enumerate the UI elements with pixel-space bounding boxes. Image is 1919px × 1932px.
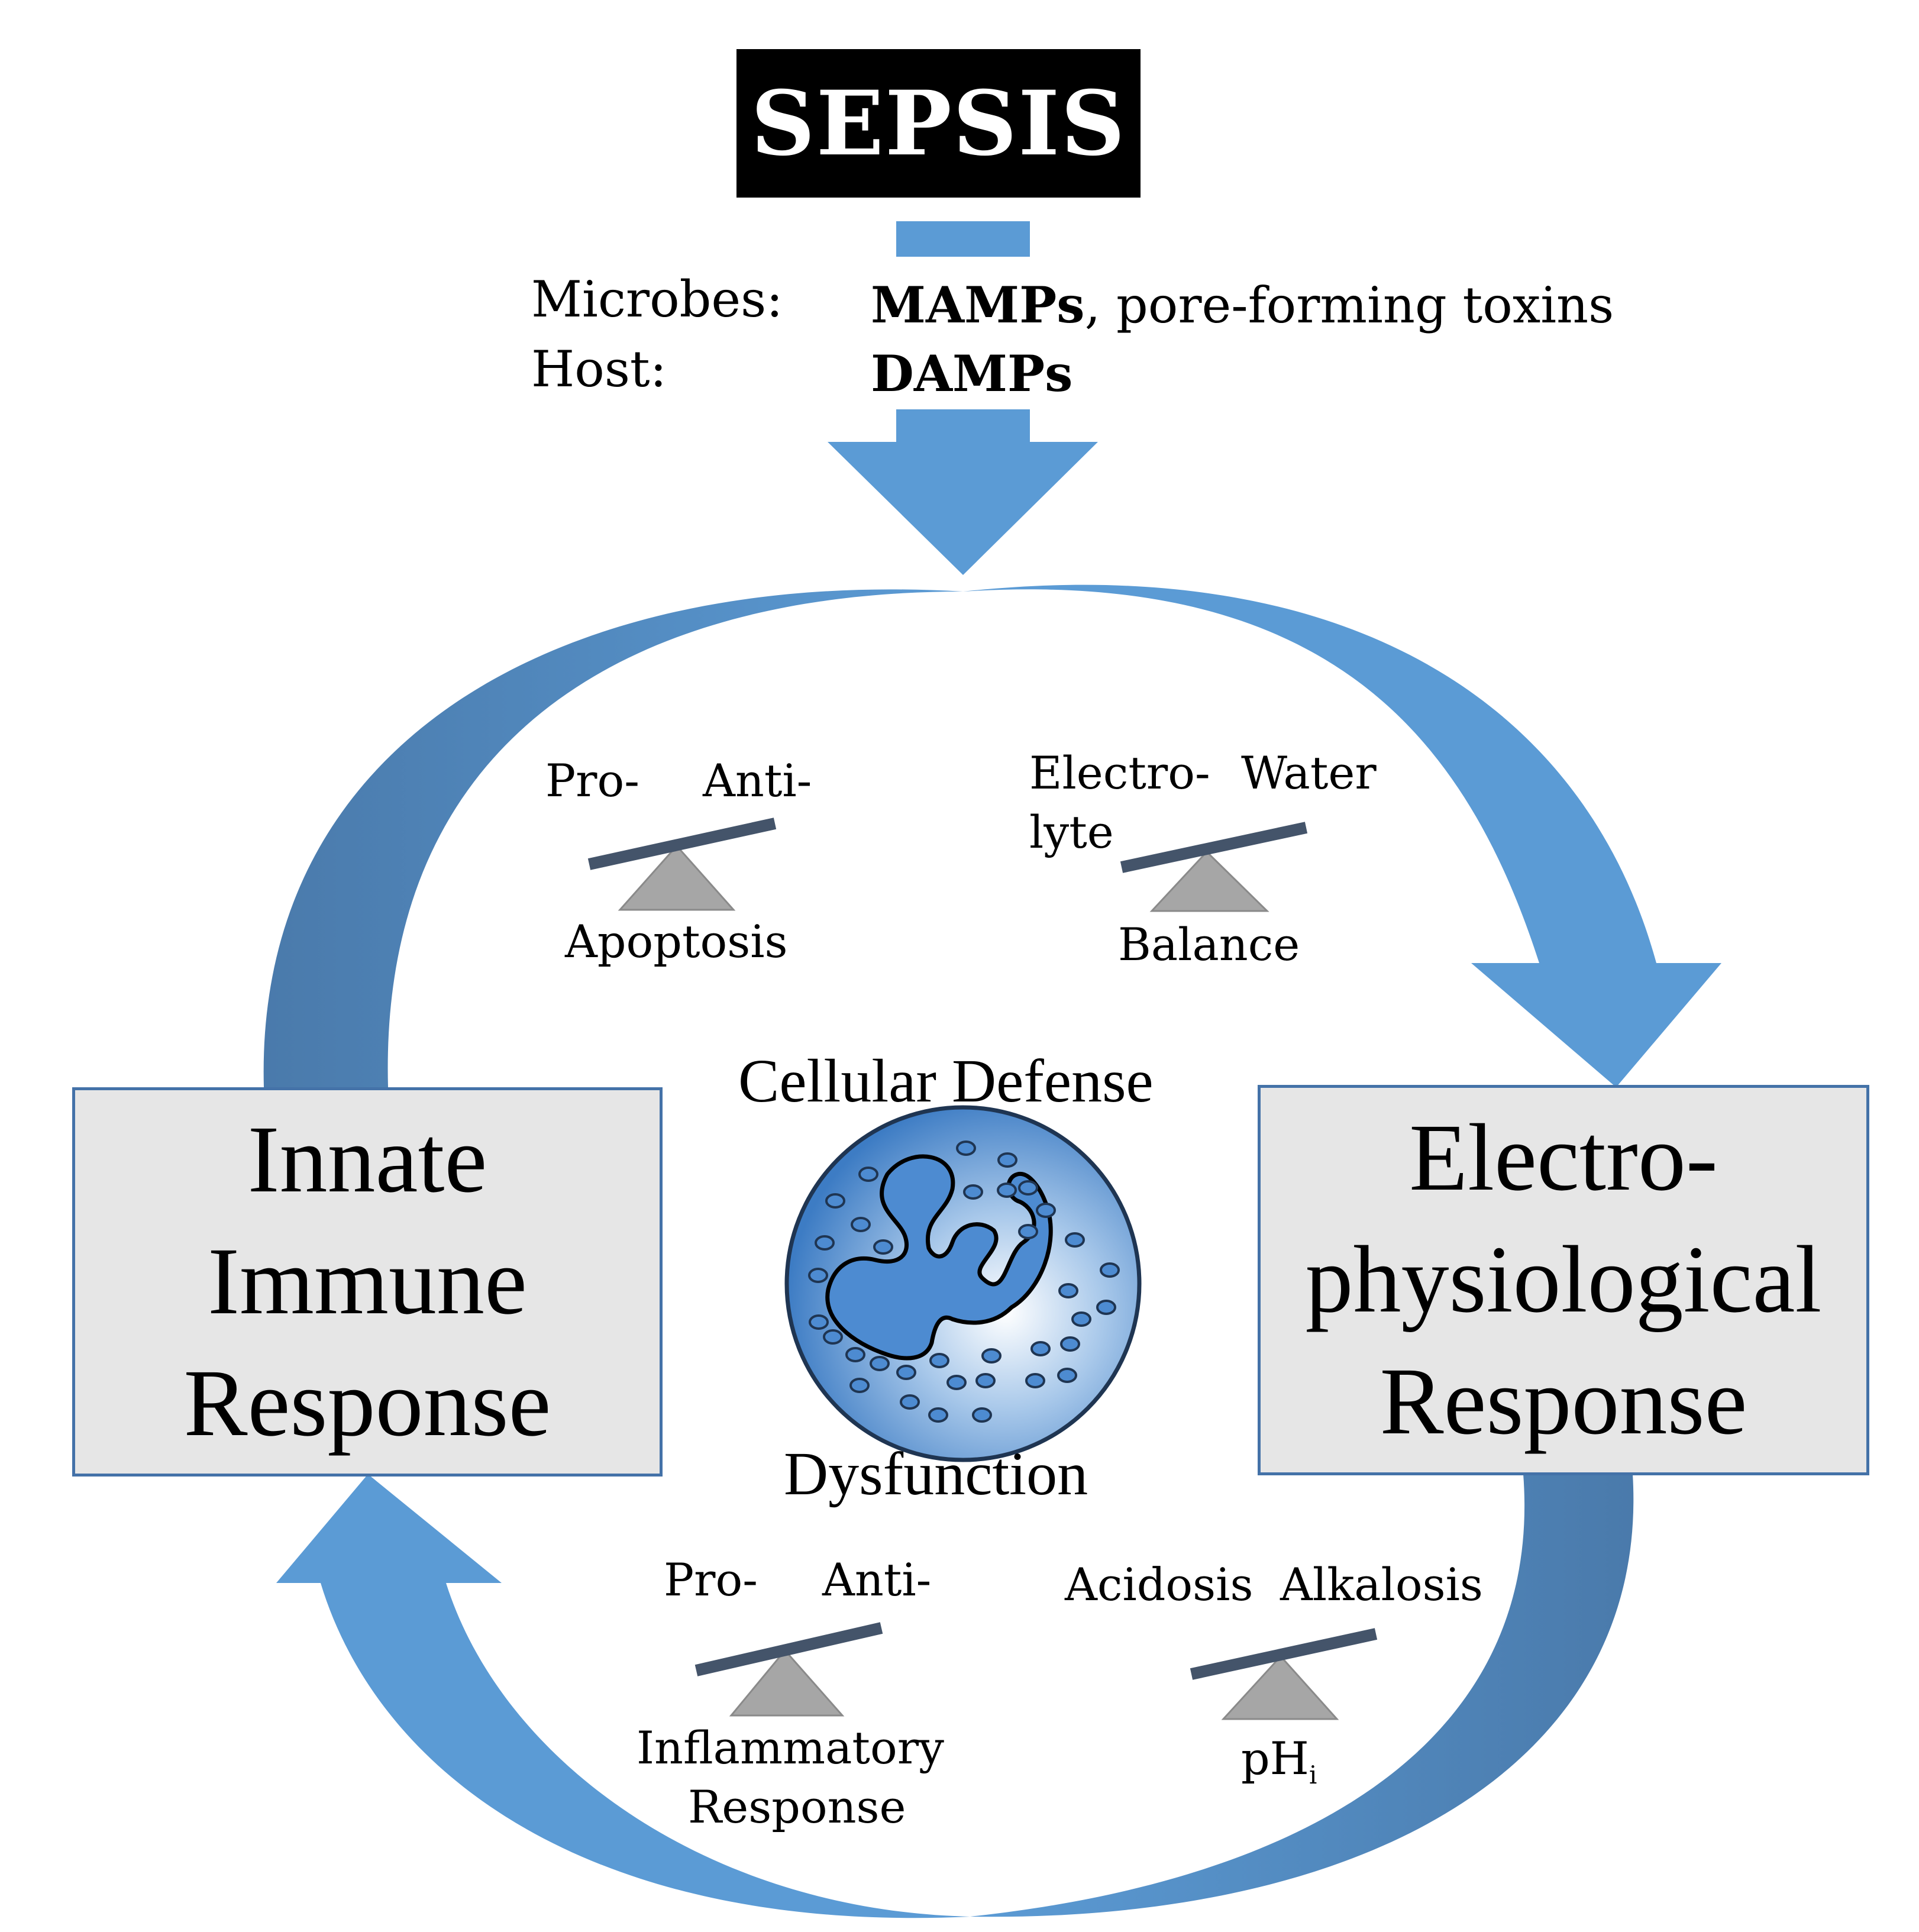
neutrophil-cell-illustration bbox=[784, 1105, 1142, 1462]
cell-granules bbox=[808, 1141, 1120, 1423]
sepsis-connector-bar bbox=[896, 221, 1030, 257]
arc-top-left bbox=[263, 589, 964, 1087]
fulcrum bbox=[618, 844, 736, 911]
arc-arrow-bottom-left bbox=[276, 1474, 970, 1918]
arc-arrow-top-right bbox=[963, 584, 1721, 1087]
damps-label: DAMPs bbox=[871, 344, 1073, 403]
water-label: Water bbox=[1241, 747, 1377, 799]
electro-line3: Response bbox=[1380, 1349, 1747, 1455]
sepsis-title: SEPSIS bbox=[751, 71, 1126, 176]
innate-line1: Innate bbox=[247, 1107, 487, 1213]
scale-beam bbox=[1120, 822, 1308, 873]
inflammatory-scale bbox=[694, 1622, 883, 1717]
ph-caption: pHi bbox=[1241, 1732, 1317, 1789]
ph-caption-main: pH bbox=[1241, 1732, 1309, 1785]
electrophysiological-response-label: Electro- physiological Response bbox=[1306, 1097, 1822, 1463]
electrolyte-label-line1: Electro- bbox=[1029, 747, 1210, 799]
inflammatory-caption-line1: Inflammatory bbox=[637, 1721, 944, 1774]
arc-bottom-right bbox=[970, 1474, 1634, 1917]
innate-line2: Immune bbox=[208, 1229, 527, 1335]
innate-immune-response-box: Innate Immune Response bbox=[72, 1087, 663, 1477]
microbes-label: Microbes: bbox=[531, 270, 783, 328]
down-arrow bbox=[828, 409, 1098, 575]
ph-caption-sub: i bbox=[1309, 1760, 1317, 1790]
toxins-label: , pore-forming toxins bbox=[1084, 276, 1614, 334]
host-label: Host: bbox=[531, 340, 667, 398]
innate-line3: Response bbox=[183, 1351, 551, 1456]
scale-beam bbox=[1190, 1628, 1378, 1680]
inflammatory-pro-label: Pro- bbox=[664, 1553, 758, 1606]
apoptosis-anti-label: Anti- bbox=[703, 754, 812, 807]
sepsis-title-box: SEPSIS bbox=[736, 49, 1141, 198]
scale-beam bbox=[694, 1622, 883, 1676]
inflammatory-caption-line2: Response bbox=[688, 1781, 906, 1833]
fulcrum bbox=[1221, 1655, 1339, 1720]
alkalosis-label: Alkalosis bbox=[1280, 1558, 1483, 1611]
fulcrum bbox=[1149, 850, 1269, 912]
microbes-factors: MAMPs, pore-forming toxins bbox=[871, 271, 1614, 340]
apoptosis-pro-label: Pro- bbox=[545, 754, 639, 807]
inflammatory-anti-label: Anti- bbox=[822, 1553, 932, 1606]
mamps-label: MAMPs bbox=[871, 276, 1085, 334]
electro-line1: Electro- bbox=[1409, 1105, 1718, 1211]
apoptosis-caption: Apoptosis bbox=[565, 915, 788, 968]
ph-scale bbox=[1190, 1628, 1378, 1720]
apoptosis-scale bbox=[587, 818, 777, 911]
innate-immune-response-label: Innate Immune Response bbox=[184, 1099, 551, 1465]
electrolyte-balance-scale bbox=[1120, 822, 1308, 912]
balance-caption: Balance bbox=[1118, 918, 1300, 971]
dysfunction-label: Dysfunction bbox=[784, 1440, 1088, 1508]
electrophysiological-response-box: Electro- physiological Response bbox=[1258, 1085, 1869, 1475]
electro-line2: physiological bbox=[1305, 1227, 1822, 1333]
electrolyte-label-line2: lyte bbox=[1029, 806, 1114, 858]
scale-beam bbox=[587, 818, 777, 870]
acidosis-label: Acidosis bbox=[1065, 1558, 1254, 1611]
fulcrum bbox=[729, 1649, 845, 1717]
cellular-defense-label: Cellular Defense bbox=[738, 1047, 1154, 1115]
